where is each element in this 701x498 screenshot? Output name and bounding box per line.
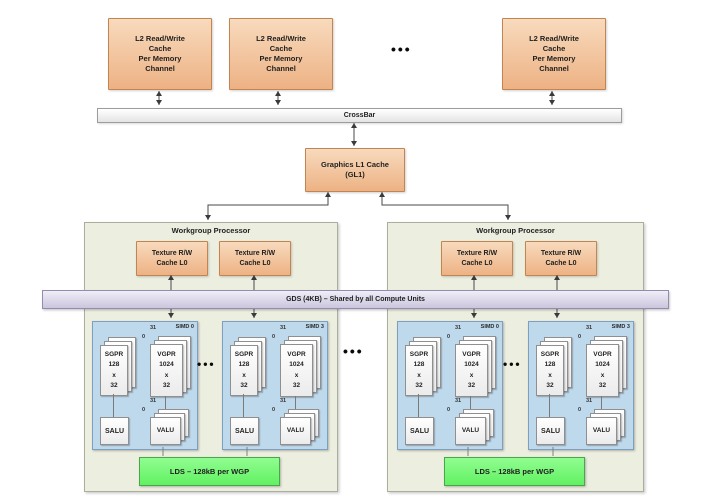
lds-box: LDS – 128kB per WGP [444,457,585,486]
crossbar-label: CrossBar [343,112,376,119]
texture-l0-cache-box: Texture R/W Cache L0 [525,241,597,276]
texture-l0-cache-box: Texture R/W Cache L0 [441,241,513,276]
salu-box: SALU [230,417,259,445]
valu-stack: VALU [586,409,625,445]
simd-label: SIMD 3 [611,324,630,330]
sgpr-salu-link [549,394,550,417]
vgpr-valu-link [295,396,296,417]
valu-stack: VALU [280,409,319,445]
sgpr-salu-link [243,394,244,417]
l2-ellipsis: ••• [391,41,412,57]
workgroup-processor-panel-left: Workgroup Processor Texture R/W Cache L0… [84,222,338,492]
valu-stack: VALU [455,409,494,445]
register-index-top: 31 [150,325,157,331]
l2-cache-box: L2 Read/Write Cache Per Memory Channel [502,18,606,90]
texture-l0-cache-box: Texture R/W Cache L0 [219,241,291,276]
register-index-bottom: 0 [142,334,146,340]
valu-stack: VALU [150,409,189,445]
simd-ellipsis: ••• [197,357,216,371]
salu-box: SALU [100,417,129,445]
register-index-bottom: 0 [578,407,582,413]
salu-box: SALU [405,417,434,445]
register-index-bottom: 0 [578,334,582,340]
register-index-top: 31 [586,398,593,404]
valu-box: VALU [586,417,617,445]
register-index-top: 31 [150,398,157,404]
register-index-top: 31 [455,325,462,331]
register-index-bottom: 0 [447,407,451,413]
workgroup-processor-title: Workgroup Processor [476,226,555,235]
register-index-bottom: 0 [142,407,146,413]
register-index-top: 31 [280,325,287,331]
register-index-top: 31 [280,398,287,404]
lds-box: LDS – 128kB per WGP [139,457,280,486]
vgpr-valu-link [165,396,166,417]
simd-label: SIMD 0 [480,324,499,330]
l2-cache-label: L2 Read/Write [135,34,185,43]
salu-box: SALU [536,417,565,445]
register-index-bottom: 0 [272,334,276,340]
register-index-bottom: 0 [447,334,451,340]
valu-box: VALU [455,417,486,445]
lds-label: LDS – 128kB per WGP [474,467,555,476]
simd-ellipsis: ••• [503,357,522,371]
l2-cache-label: L2 Read/Write [529,34,579,43]
texture-l0-cache-box: Texture R/W Cache L0 [136,241,208,276]
valu-box: VALU [150,417,181,445]
register-index-top: 31 [455,398,462,404]
vgpr-valu-link [470,396,471,417]
sgpr-salu-link [418,394,419,417]
gl1-cache-box: Graphics L1 Cache (GL1) [305,148,405,192]
gds-bar: GDS (4KB) – Shared by all Compute Units [42,290,669,309]
l2-cache-label: L2 Read/Write [256,34,306,43]
gds-label: GDS (4KB) – Shared by all Compute Units [286,296,425,303]
simd-label: SIMD 3 [305,324,324,330]
l2-cache-box: L2 Read/Write Cache Per Memory Channel [229,18,333,90]
workgroup-processor-title: Workgroup Processor [171,226,251,235]
valu-box: VALU [280,417,311,445]
register-index-top: 31 [586,325,593,331]
simd-label: SIMD 0 [175,324,194,330]
vgpr-valu-link [601,396,602,417]
wp-ellipsis: ••• [343,343,364,359]
l2-cache-box: L2 Read/Write Cache Per Memory Channel [108,18,212,90]
crossbar-bar: CrossBar [97,108,622,123]
sgpr-salu-link [113,394,114,417]
register-index-bottom: 0 [272,407,276,413]
gl1-label: Graphics L1 Cache [321,160,389,169]
workgroup-processor-panel-right: Workgroup Processor Texture R/W Cache L0… [387,222,644,492]
lds-label: LDS – 128kB per WGP [169,467,250,476]
